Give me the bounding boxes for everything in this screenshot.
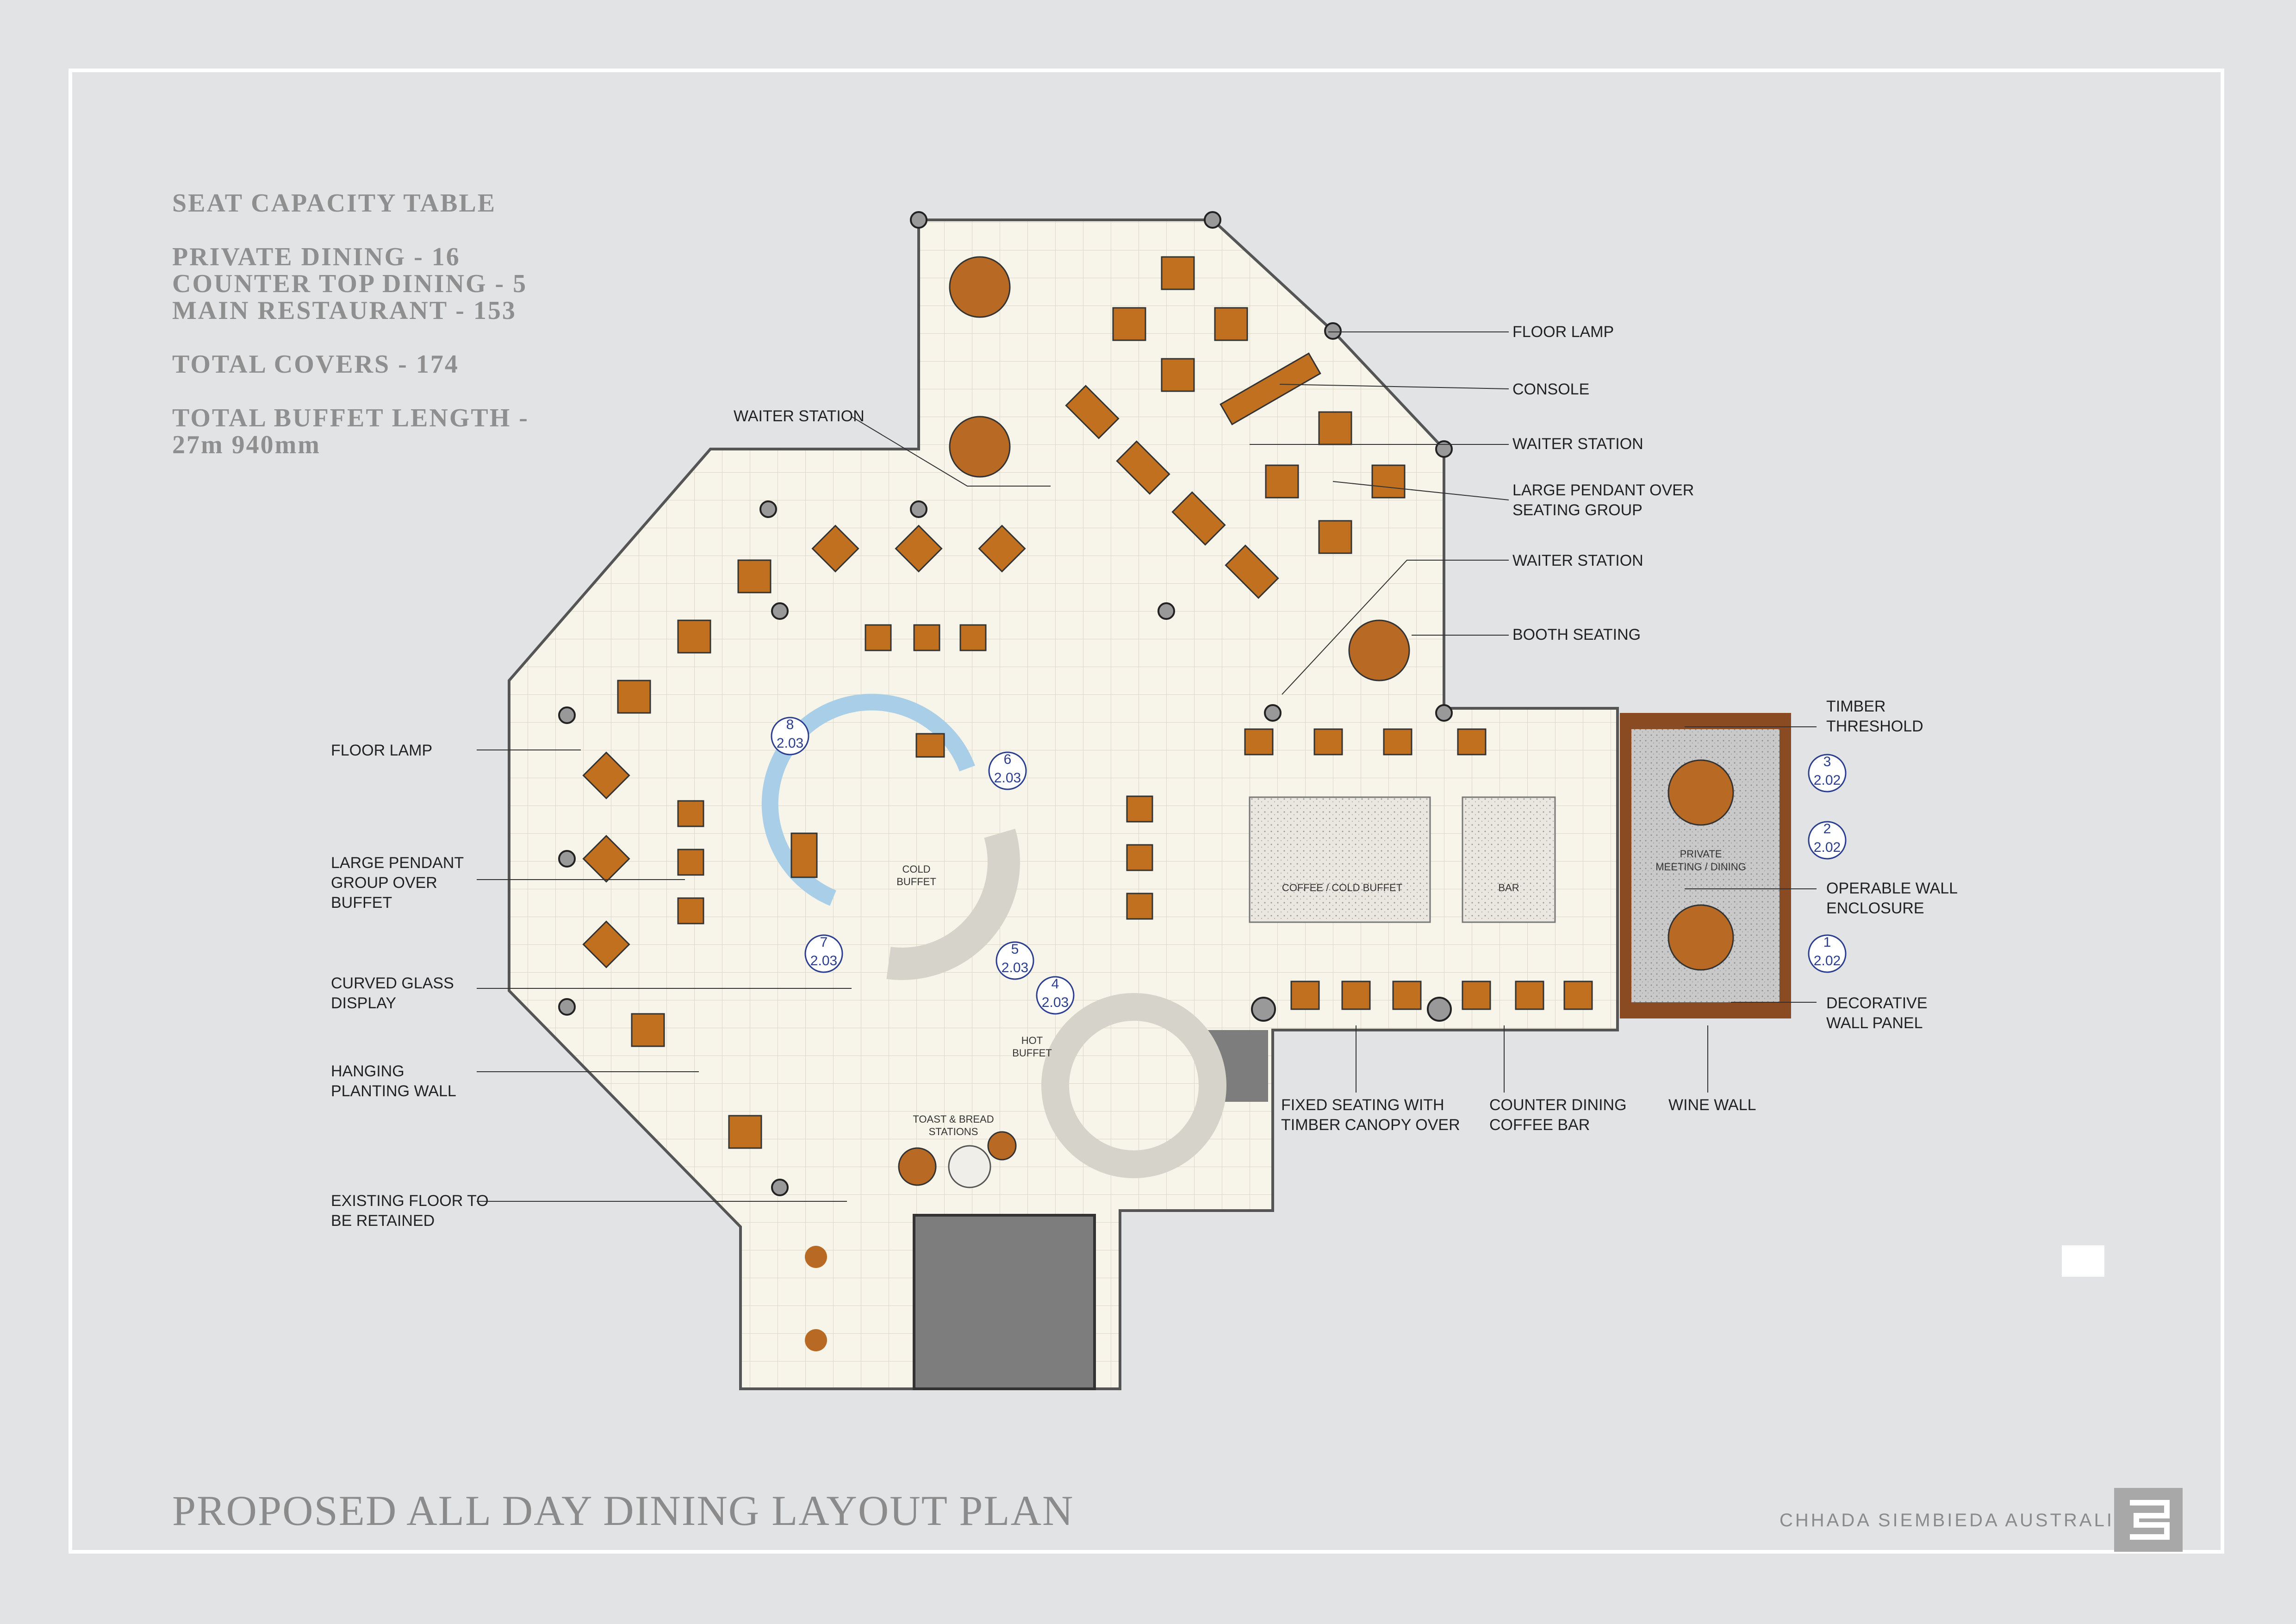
hot-buffet-label: BUFFET [1012,1047,1052,1059]
label-operable-wall: OPERABLE WALL [1826,880,1958,897]
round-table [949,416,1011,478]
private-dining-label: PRIVATE [1680,848,1722,860]
section-marker-ref: 2.03 [1002,960,1028,975]
leader-lines [477,331,1817,1202]
section-marker-1: 1 2.02 [1808,934,1847,973]
private-dining-label: MEETING / DINING [1655,861,1746,873]
label-pendant-seating: SEATING GROUP [1512,501,1643,519]
small-table [805,1246,827,1268]
blank-box [2062,1245,2104,1277]
round-table [949,256,1011,318]
label-planting-wall: HANGING [331,1062,404,1080]
section-marker-ref: 2.02 [1814,953,1841,968]
section-marker-ref: 2.03 [994,770,1021,786]
section-marker-2: 2 2.02 [1808,821,1847,860]
section-marker-5: 5 2.03 [996,941,1034,980]
coffee-buffet-label: COFFEE / COLD BUFFET [1282,882,1402,893]
label-existing-floor: BE RETAINED [331,1212,435,1230]
label-planting-wall: PLANTING WALL [331,1082,456,1100]
label-wine-wall: WINE WALL [1668,1096,1756,1114]
section-marker-ref: 2.03 [777,736,803,751]
section-marker-ref: 2.02 [1814,840,1841,855]
private-dining-count: PRIVATE DINING - 16 [172,243,460,271]
label-timber-threshold: TIMBER [1826,698,1885,715]
label-pendant-buffet: BUFFET [331,894,392,912]
toast-station-label: STATIONS [929,1126,978,1137]
label-console: CONSOLE [1512,381,1589,398]
label-counter-dining: COUNTER DINING [1489,1096,1627,1114]
column-group [558,211,1453,1196]
private-round-table [1668,904,1734,971]
label-curved-glass: CURVED GLASS [331,974,454,992]
label-fixed-seating: TIMBER CANOPY OVER [1281,1116,1460,1134]
section-marker-number: 3 [1823,754,1831,769]
section-marker-ref: 2.02 [1814,773,1841,788]
buffet-length-value: 27m 940mm [172,431,321,459]
bar-label: BAR [1498,882,1519,893]
buffet-length-label: TOTAL BUFFET LENGTH - [172,404,529,432]
section-marker-number: 2 [1823,821,1831,837]
section-marker-number: 6 [1004,752,1012,767]
cold-buffet-label: COLD [902,863,930,875]
label-counter-dining: COFFEE BAR [1489,1116,1590,1134]
section-marker-number: 4 [1052,976,1059,992]
section-marker-4: 4 2.03 [1036,976,1075,1015]
table-group [617,256,1593,1149]
hot-buffet-counter [1041,993,1226,1178]
section-marker-number: 5 [1011,942,1019,957]
label-fixed-seating: FIXED SEATING WITH [1281,1096,1444,1114]
private-round-table [1668,759,1734,826]
section-marker-ref: 2.03 [1042,995,1069,1010]
label-floor-lamp-left: FLOOR LAMP [331,742,432,759]
label-booth-seating: BOOTH SEATING [1512,626,1641,643]
section-marker-8: 8 2.03 [771,717,809,756]
section-marker-number: 8 [786,717,794,732]
label-waiter-station-left: WAITER STATION [734,407,865,425]
toast-station [898,1147,937,1186]
plan-title: PROPOSED ALL DAY DINING LAYOUT PLAN [172,1487,1074,1534]
label-floor-lamp-right: FLOOR LAMP [1512,323,1614,341]
toast-station-label: TOAST & BREAD [913,1113,994,1125]
curved-glass-display [886,829,1020,980]
main-restaurant-count: MAIN RESTAURANT - 153 [172,296,516,325]
seat-capacity-table: SEAT CAPACITY TABLE PRIVATE DINING - 16 … [172,190,529,458]
section-marker-7: 7 2.03 [804,934,843,973]
label-waiter-station-right: WAITER STATION [1512,435,1643,453]
diamond-table-group [582,352,1321,968]
label-pendant-buffet: LARGE PENDANT [331,854,464,872]
label-decorative-wall-panel: DECORATIVE [1826,994,1928,1012]
hot-buffet-label: HOT [1021,1035,1043,1046]
seat-capacity-heading: SEAT CAPACITY TABLE [172,189,497,218]
brand-name: CHHADA SIEMBIEDA AUSTRALIA [1780,1510,2129,1530]
coffee-cold-buffet-counter [1249,796,1431,923]
label-waiter-station-right-2: WAITER STATION [1512,552,1643,569]
bread-station [987,1131,1017,1161]
counter-top-count: COUNTER TOP DINING - 5 [172,269,528,298]
section-marker-6: 6 2.03 [988,751,1027,790]
label-operable-wall: ENCLOSURE [1826,899,1924,917]
restaurant-floor [508,219,1619,1390]
logo-icon [2130,1500,2170,1540]
bread-station [948,1145,991,1188]
bar-counter [1462,796,1556,923]
small-table [805,1329,827,1351]
page-frame [68,69,2224,1554]
brand-logo [2114,1488,2183,1552]
label-decorative-wall-panel: WALL PANEL [1826,1014,1923,1032]
label-pendant-seating: LARGE PENDANT OVER [1512,481,1694,499]
service-block [913,1214,1096,1390]
label-existing-floor: EXISTING FLOOR TO [331,1192,489,1210]
label-curved-glass: DISPLAY [331,994,396,1012]
label-timber-threshold: THRESHOLD [1826,718,1923,735]
section-marker-ref: 2.03 [810,953,837,968]
section-marker-number: 7 [820,935,828,950]
cold-buffet-label: BUFFET [896,876,936,887]
total-covers: TOTAL COVERS - 174 [172,350,459,379]
section-marker-number: 1 [1823,935,1831,950]
label-pendant-buffet: GROUP OVER [331,874,437,892]
section-marker-3: 3 2.02 [1808,754,1847,793]
booth-round-table [1348,619,1410,681]
